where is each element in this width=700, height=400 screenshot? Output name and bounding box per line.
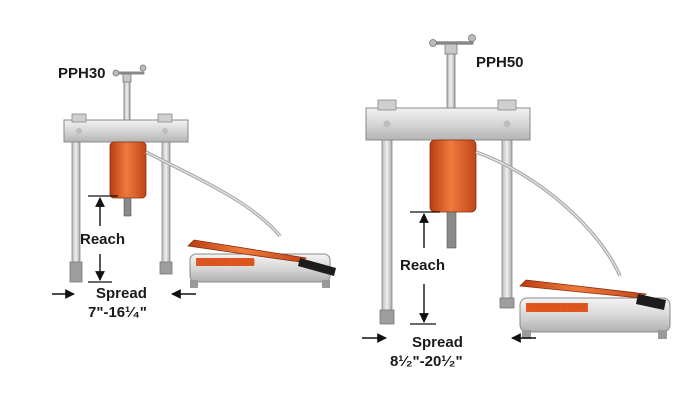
pph50-hose [475, 150, 622, 277]
pph50-cylinder [429, 139, 477, 213]
pph30-cylinder [109, 141, 147, 199]
pph30-pump-handle [187, 239, 308, 263]
pph30-model-label: PPH30 [58, 65, 106, 82]
pph30-center-screw [123, 79, 131, 123]
pph50-crossbar [365, 107, 531, 141]
pph50-pump-handle [519, 279, 648, 299]
pph50-spread-label: Spread [412, 334, 463, 351]
pph50-center-screw [446, 51, 456, 111]
pph50-model-label: PPH50 [476, 54, 524, 71]
pph50-right-leg [501, 135, 513, 305]
pph30-left-leg [71, 137, 81, 267]
pph50-reach-label: Reach [400, 257, 446, 274]
pph30-spread-label: Spread [96, 285, 147, 302]
pph30-crossbar [63, 119, 189, 143]
pph50-left-leg [381, 135, 393, 321]
pph30-right-leg [161, 137, 171, 267]
pph50-spread-range: 8¹⁄₂"-20¹⁄₂" [390, 353, 463, 370]
pph30-spread-range: 7"-16¹⁄₄" [88, 304, 147, 321]
pph30-pump-brand: POWER TEAM [198, 258, 256, 267]
pph30-reach-label: Reach [80, 231, 126, 248]
pph50-pump-brand: POWER TEAM [529, 303, 587, 312]
